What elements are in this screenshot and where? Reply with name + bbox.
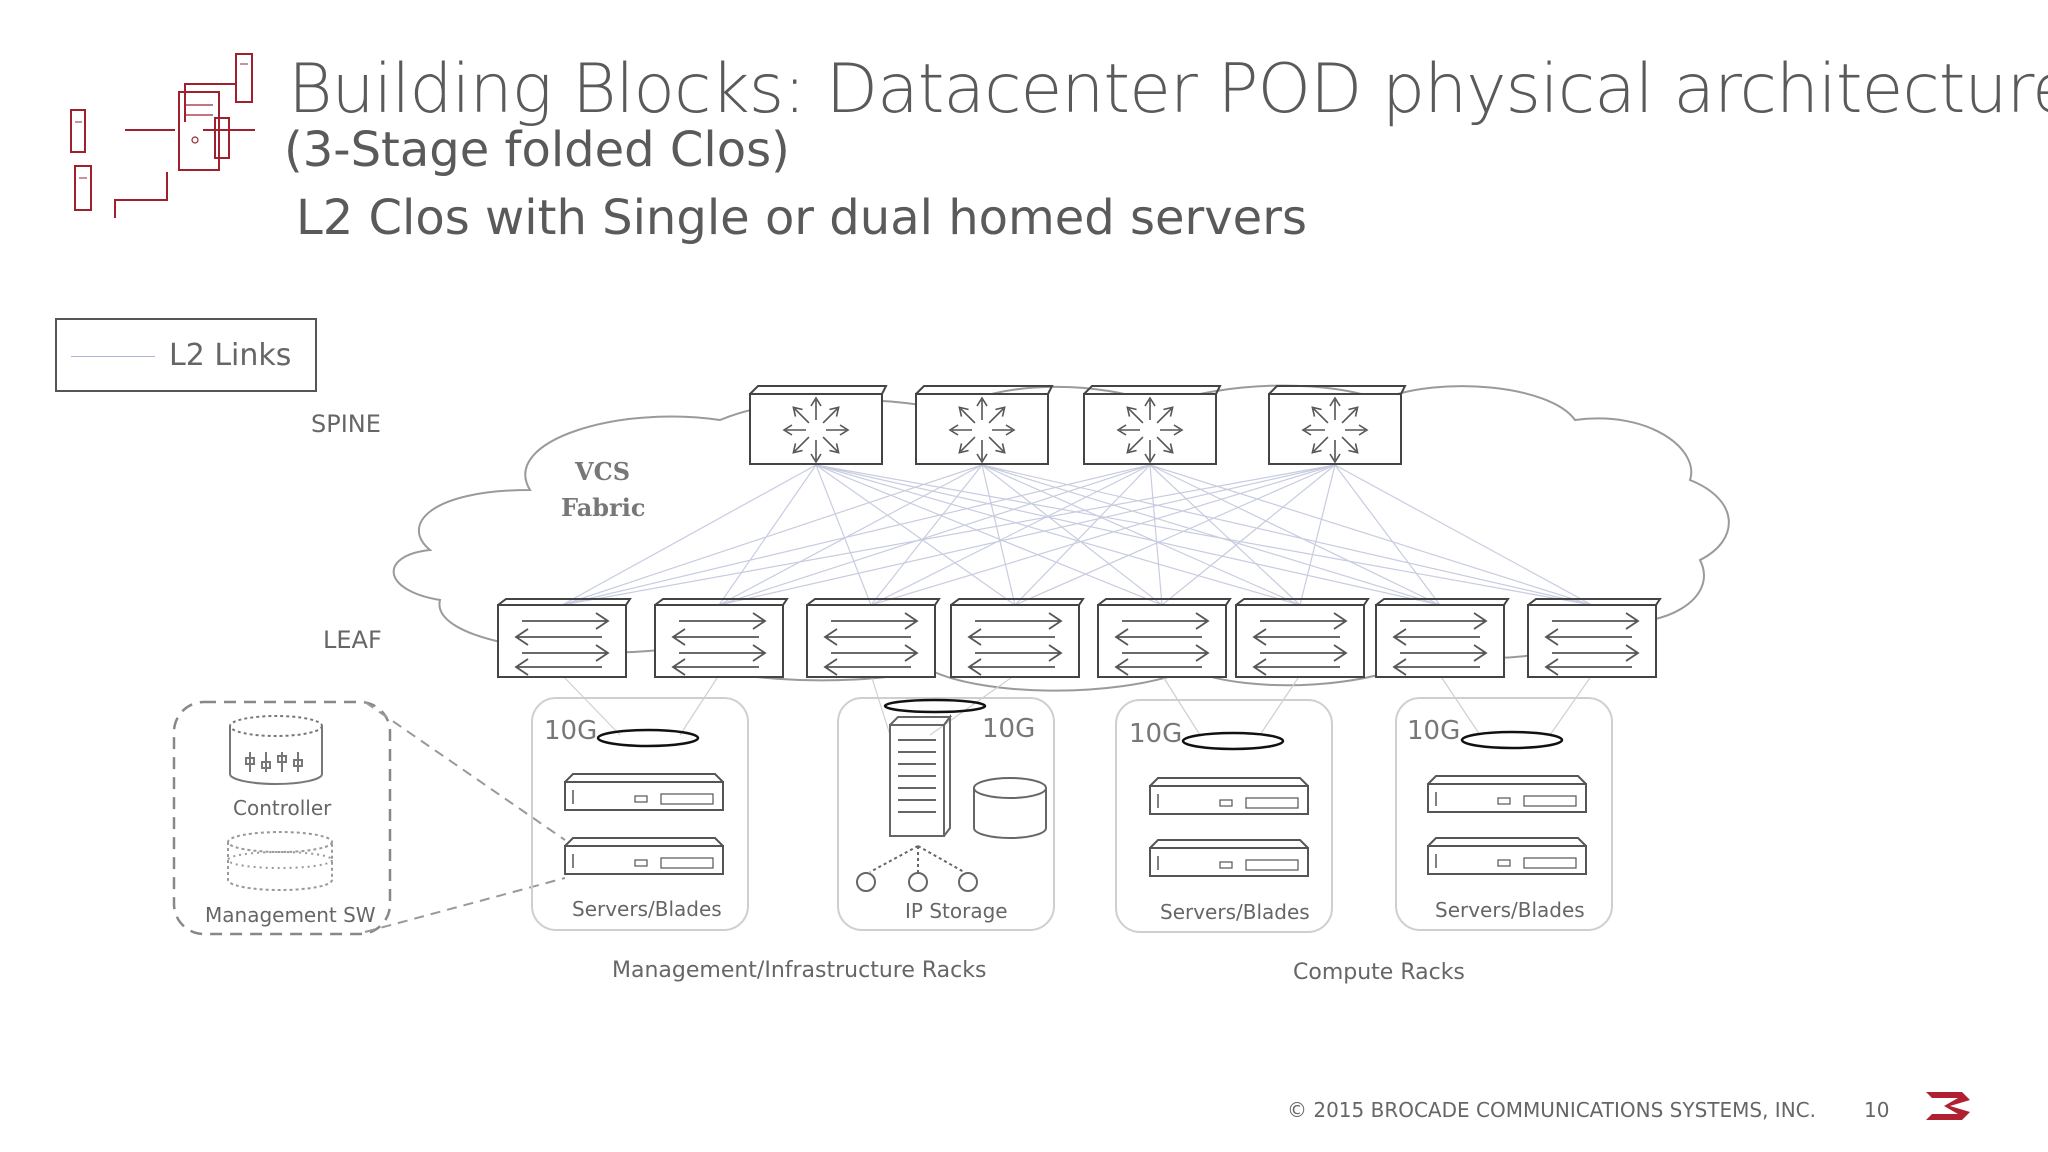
legend: L2 Links xyxy=(55,318,317,392)
l2-link xyxy=(561,464,817,606)
speed-label: 10G xyxy=(982,714,1036,744)
server-blade-icon xyxy=(1427,775,1587,813)
brocade-logo-icon xyxy=(1926,1092,1970,1120)
server-blade-icon xyxy=(1427,837,1587,875)
speed-label: 10G xyxy=(1407,716,1461,746)
speed-label: 10G xyxy=(544,716,598,746)
l2-link xyxy=(1149,464,1301,606)
storage-server-icon xyxy=(889,714,952,837)
server-blade-icon xyxy=(564,773,724,811)
spine-switch-icon xyxy=(1268,385,1407,465)
management-group-connector xyxy=(364,877,566,933)
rack-label: Servers/Blades xyxy=(1435,898,1585,922)
compute-racks-label: Compute Racks xyxy=(1293,960,1465,985)
legend-l2-link-swatch xyxy=(71,356,155,357)
l2-link xyxy=(870,464,1151,606)
l2-link xyxy=(1549,674,1593,736)
l2-link xyxy=(815,464,1016,606)
l2-link xyxy=(815,464,1593,606)
l2-link xyxy=(815,464,872,606)
rack-label: IP Storage xyxy=(905,899,1008,923)
leaf-switch-icon xyxy=(497,598,632,678)
l2-link xyxy=(815,464,1441,606)
leaf-switch-icon xyxy=(1375,598,1510,678)
lag-ellipse xyxy=(1460,730,1564,750)
l2-link xyxy=(870,464,1336,606)
page-subheading: L2 Clos with Single or dual homed server… xyxy=(296,190,1307,246)
l2-link xyxy=(1014,464,1336,606)
controller-icon xyxy=(229,715,323,785)
l2-link xyxy=(561,464,1336,606)
legend-label: L2 Links xyxy=(169,338,292,373)
l2-link xyxy=(870,464,983,606)
l2-link xyxy=(561,464,983,606)
fabric-label-line2: Fabric xyxy=(561,493,646,522)
l2-link xyxy=(981,464,1441,606)
l2-link xyxy=(870,674,891,736)
management-group-connector xyxy=(364,701,566,841)
l2-link xyxy=(1259,674,1301,736)
speed-label: 10G xyxy=(1129,719,1183,749)
spine-switch-icon xyxy=(1083,385,1222,465)
l2-link xyxy=(561,464,1151,606)
server-blade-icon xyxy=(564,837,724,875)
rack-label: Servers/Blades xyxy=(1160,900,1310,924)
l2-link xyxy=(1299,464,1336,606)
lag-ellipse xyxy=(596,728,700,748)
l2-link xyxy=(815,464,1163,606)
footer-copyright: © 2015 BROCADE COMMUNICATIONS SYSTEMS, I… xyxy=(1286,1098,1816,1122)
l2-link xyxy=(718,464,983,606)
management-racks-label: Management/Infrastructure Racks xyxy=(612,958,987,983)
spine-switch-icon xyxy=(749,385,888,465)
lag-ellipse xyxy=(883,698,987,714)
storage-network-icon xyxy=(856,845,978,892)
spine-label: SPINE xyxy=(311,410,381,438)
page-number: 10 xyxy=(1864,1098,1890,1122)
l2-link xyxy=(981,464,1301,606)
l2-link xyxy=(981,464,1016,606)
l2-link xyxy=(981,464,1593,606)
l2-link xyxy=(718,464,1151,606)
page-subtitle: (3-Stage folded Clos) xyxy=(284,122,790,178)
l2-link xyxy=(1334,464,1593,606)
storage-disk-icon xyxy=(973,777,1047,839)
l2-link xyxy=(1161,464,1336,606)
management-sw-icon xyxy=(227,831,333,891)
controller-label: Controller xyxy=(233,796,332,820)
l2-link xyxy=(1149,464,1593,606)
l2-link xyxy=(1149,464,1163,606)
management-sw-label: Management SW xyxy=(205,903,376,927)
rack-label: Servers/Blades xyxy=(572,897,722,921)
l2-link xyxy=(815,464,1301,606)
l2-link xyxy=(981,464,1163,606)
network-servers-logo-icon xyxy=(70,53,255,218)
page-title: Building Blocks: Datacenter POD physical… xyxy=(288,50,2048,129)
fabric-label-line1: VCS xyxy=(575,457,631,486)
leaf-switch-icon xyxy=(1235,598,1370,678)
l2-link xyxy=(679,674,720,736)
leaf-label: LEAF xyxy=(323,626,382,654)
lag-ellipse xyxy=(1181,731,1285,751)
spine-switch-icon xyxy=(915,385,1054,465)
l2-link xyxy=(718,464,817,606)
l2-link xyxy=(1149,464,1441,606)
server-blade-icon xyxy=(1149,839,1309,877)
l2-link xyxy=(1334,464,1441,606)
l2-link xyxy=(1014,464,1151,606)
leaf-switch-icon xyxy=(806,598,941,678)
leaf-switch-icon xyxy=(1097,598,1232,678)
l2-link xyxy=(718,464,1336,606)
server-blade-icon xyxy=(1149,777,1309,815)
leaf-switch-icon xyxy=(950,598,1085,678)
leaf-switch-icon xyxy=(654,598,789,678)
leaf-switch-icon xyxy=(1527,598,1662,678)
vcs-fabric-cloud xyxy=(392,384,1730,692)
